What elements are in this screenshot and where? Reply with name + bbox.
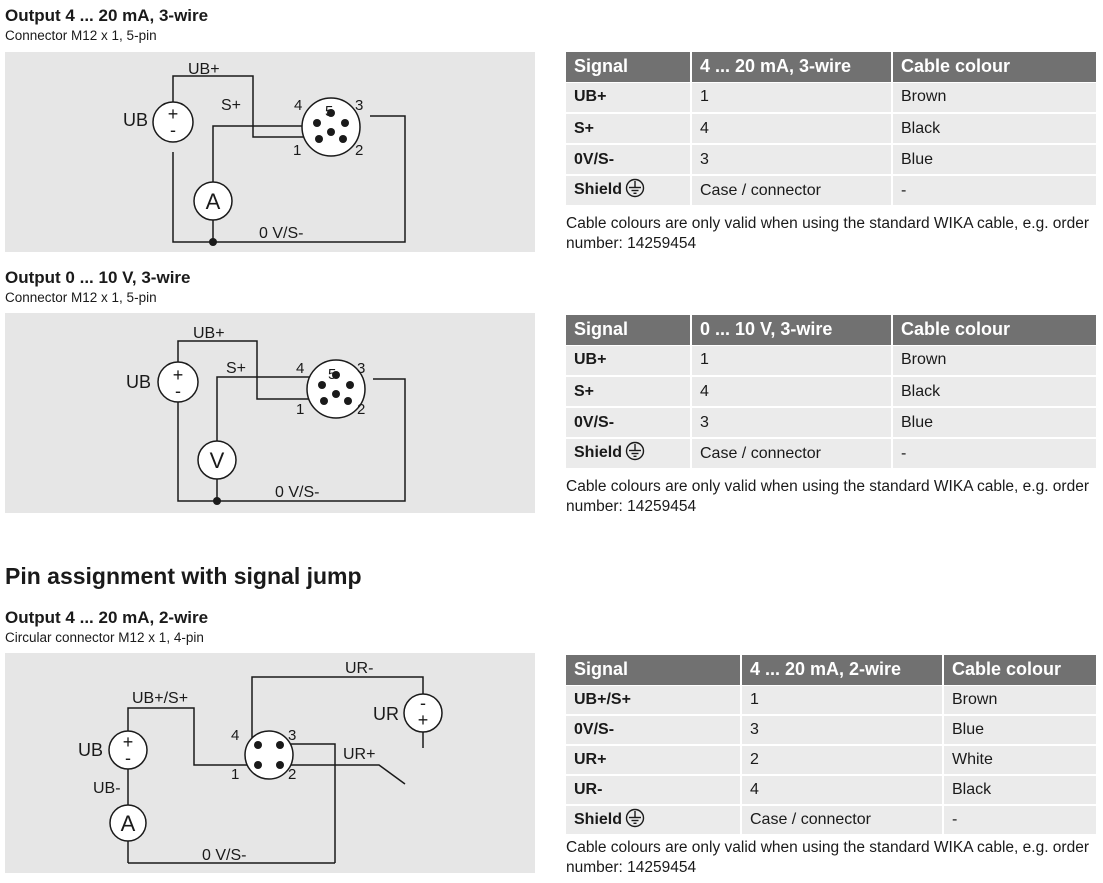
section-title: Output 4 ... 20 mA, 2-wire [5,608,209,627]
table-row: Shield Case / connector - [566,438,1096,470]
pin-table: Signal 4 ... 20 mA, 2-wire Cable colour … [566,655,1096,836]
section-subtitle: Connector M12 x 1, 5-pin [5,290,157,305]
header-cable-colour: Cable colour [892,315,1096,346]
header-output: 4 ... 20 mA, 3-wire [691,52,893,83]
table-row: UB+/S+ 1 Brown [566,685,1096,716]
pin-label: 5 [325,103,333,120]
signal-line-label: S+ [226,360,246,377]
header-signal: Signal [566,315,692,346]
voltmeter-label: V [210,448,225,473]
pin-label: 4 [294,97,302,114]
pin-label: 1 [296,401,304,418]
shield-label: Shield [574,444,623,461]
shield-label: Shield [574,810,623,828]
supply-line-label: UB+/S+ [132,690,188,707]
pin-label: 3 [355,97,363,114]
section-subtitle: Connector M12 x 1, 5-pin [5,28,157,43]
svg-text:+: + [123,732,134,752]
pin-label: 3 [357,360,365,377]
pin-label: 1 [293,142,301,159]
wiring-diagram: UB+ S+ UB + - A 0 V/S- 4 5 3 1 2 [5,52,535,252]
section-title: Output 0 ... 10 V, 3-wire [5,268,191,287]
pin-label: 2 [288,766,296,783]
table-row: UR- 4 Black [566,775,1096,806]
return-line-label: 0 V/S- [202,847,246,864]
svg-text:-: - [125,748,131,768]
ur-label: UR [373,704,399,724]
section-subtitle: Circular connector M12 x 1, 4-pin [5,630,204,645]
header-cable-colour: Cable colour [943,655,1096,686]
svg-text:+: + [173,365,184,385]
shield-label: Shield [574,181,623,198]
header-output: 0 ... 10 V, 3-wire [691,315,893,346]
pin-table: Signal 0 ... 10 V, 3-wire Cable colour U… [566,315,1096,470]
supply-label: UB [78,740,103,760]
table-row: Shield Case / connector - [566,805,1096,836]
return-line-label: 0 V/S- [275,484,319,501]
header-cable-colour: Cable colour [892,52,1096,83]
ub-minus-label: UB- [93,780,121,797]
svg-text:+: + [168,104,179,124]
pin-label: 4 [296,360,304,377]
pin-label: 1 [231,766,239,783]
table-row: UB+ 1 Brown [566,345,1096,377]
ammeter-label: A [206,189,221,214]
ground-icon [625,441,645,466]
svg-text:-: - [420,693,426,713]
pin-label: 2 [357,401,365,418]
table-row: UR+ 2 White [566,745,1096,776]
table-row: 0V/S- 3 Blue [566,144,1096,176]
signal-line-label: S+ [221,97,241,114]
table-row: UB+ 1 Brown [566,82,1096,114]
table-row: S+ 4 Black [566,113,1096,145]
cable-note: Cable colours are only valid when using … [566,215,1089,252]
table-row: 0V/S- 3 Blue [566,407,1096,439]
supply-label: UB [123,110,148,130]
wiring-diagram: UR- UR - + UR+ UB+/S+ UB + - UB- A 0 V/S… [5,653,535,873]
supply-line-label: UB+ [193,325,225,342]
svg-text:-: - [175,381,181,401]
pin-table: Signal 4 ... 20 mA, 3-wire Cable colour … [566,52,1096,207]
cable-note: Cable colours are only valid when using … [566,839,1089,876]
pin-label: 4 [231,727,239,744]
ground-icon [625,808,645,833]
table-row: Shield Case / connector - [566,175,1096,207]
ur-plus-label: UR+ [343,746,375,763]
cable-note: Cable colours are only valid when using … [566,478,1089,515]
table-row: S+ 4 Black [566,376,1096,408]
page-heading: Pin assignment with signal jump [5,563,362,589]
header-signal: Signal [566,52,692,83]
svg-text:+: + [418,710,429,730]
wiring-diagram: UB+ S+ UB + - V 0 V/S- 4 5 3 1 2 [5,313,535,513]
header-signal: Signal [566,655,742,686]
supply-label: UB [126,372,151,392]
ground-icon [625,178,645,203]
ammeter-label: A [121,811,136,836]
header-output: 4 ... 20 mA, 2-wire [741,655,944,686]
ur-minus-line-label: UR- [345,660,373,677]
pin-label: 2 [355,142,363,159]
svg-text:-: - [170,120,176,140]
return-line-label: 0 V/S- [259,225,303,242]
table-row: 0V/S- 3 Blue [566,715,1096,746]
pin-label: 5 [328,366,336,383]
pin-label: 3 [288,727,296,744]
section-title: Output 4 ... 20 mA, 3-wire [5,6,209,25]
supply-line-label: UB+ [188,61,220,78]
